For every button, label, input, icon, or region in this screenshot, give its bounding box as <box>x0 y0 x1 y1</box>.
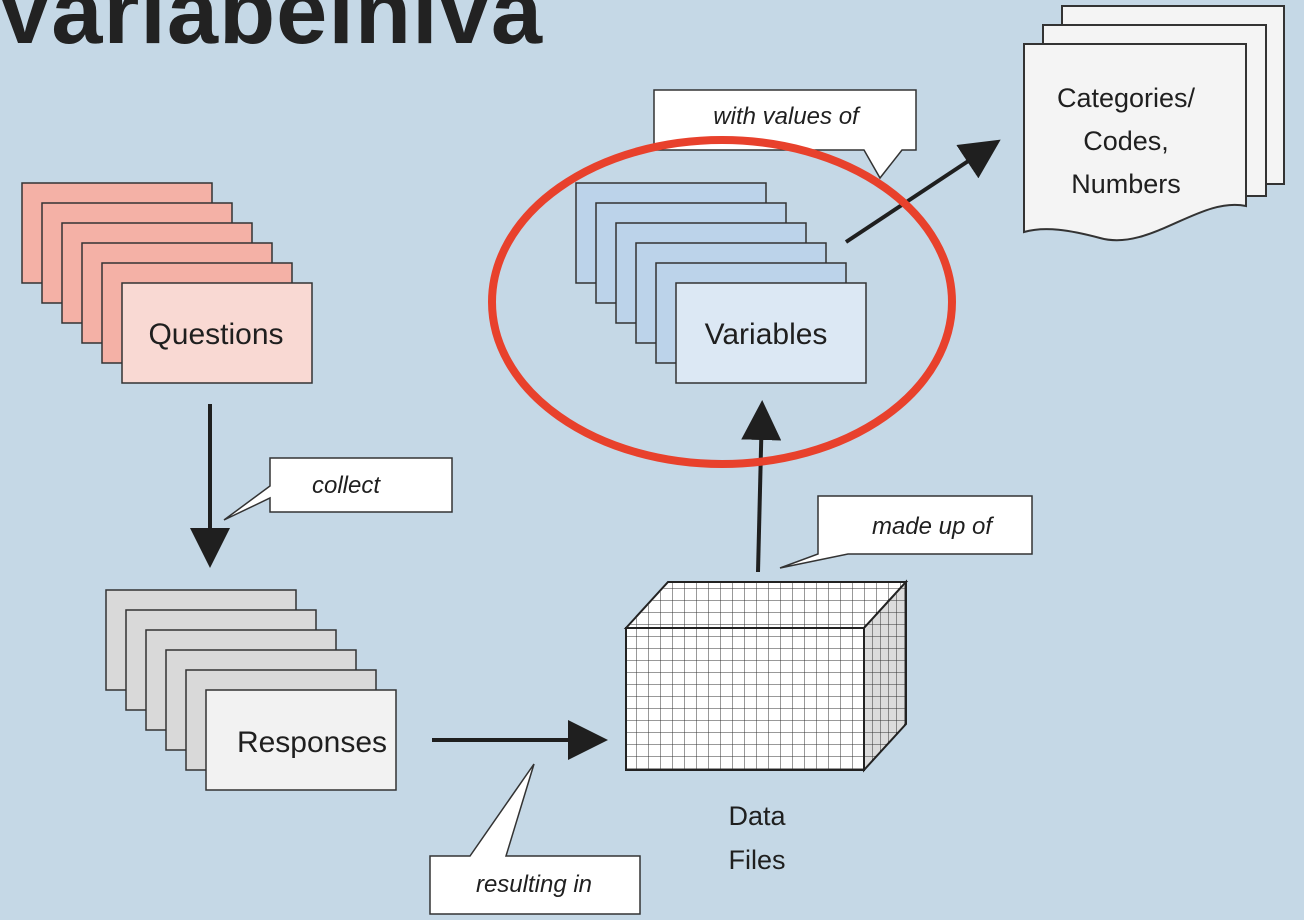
page-title: Variabelniva <box>0 0 543 63</box>
arrow-variables-to-categories <box>844 139 1001 244</box>
callout-made-up-of <box>779 495 1033 569</box>
responses-card-6 <box>205 689 397 791</box>
variables-label: Variables <box>705 318 828 351</box>
categories-label-line-2: Codes, <box>1083 126 1169 156</box>
data-files-label-line-1: Data <box>728 801 786 831</box>
callout-with-values-of-text: with values of <box>713 103 861 130</box>
responses-label: Responses <box>237 726 387 759</box>
questions-label: Questions <box>148 318 283 351</box>
callout-resulting-in-text: resulting in <box>476 871 592 898</box>
data-files-label-line-2: Files <box>728 845 785 875</box>
categories-document-stack <box>1023 5 1285 242</box>
variables-card-stack <box>575 182 867 384</box>
questions-card-stack <box>21 182 313 384</box>
variables-highlight-ellipse <box>488 136 956 468</box>
arrow-data-to-variables <box>741 400 782 573</box>
callout-made-up-of-text: made up of <box>872 513 994 540</box>
variables-card-6 <box>675 282 867 384</box>
callout-collect-text: collect <box>312 472 381 499</box>
categories-label-line-1: Categories/ <box>1057 83 1196 113</box>
questions-card-6 <box>121 282 313 384</box>
categories-label-line-3: Numbers <box>1071 169 1181 199</box>
callout-with-values-of <box>653 89 917 180</box>
callout-collect <box>223 457 453 521</box>
responses-card-stack <box>105 589 397 791</box>
data-files-cube <box>623 579 909 773</box>
callout-resulting-in <box>429 763 641 915</box>
